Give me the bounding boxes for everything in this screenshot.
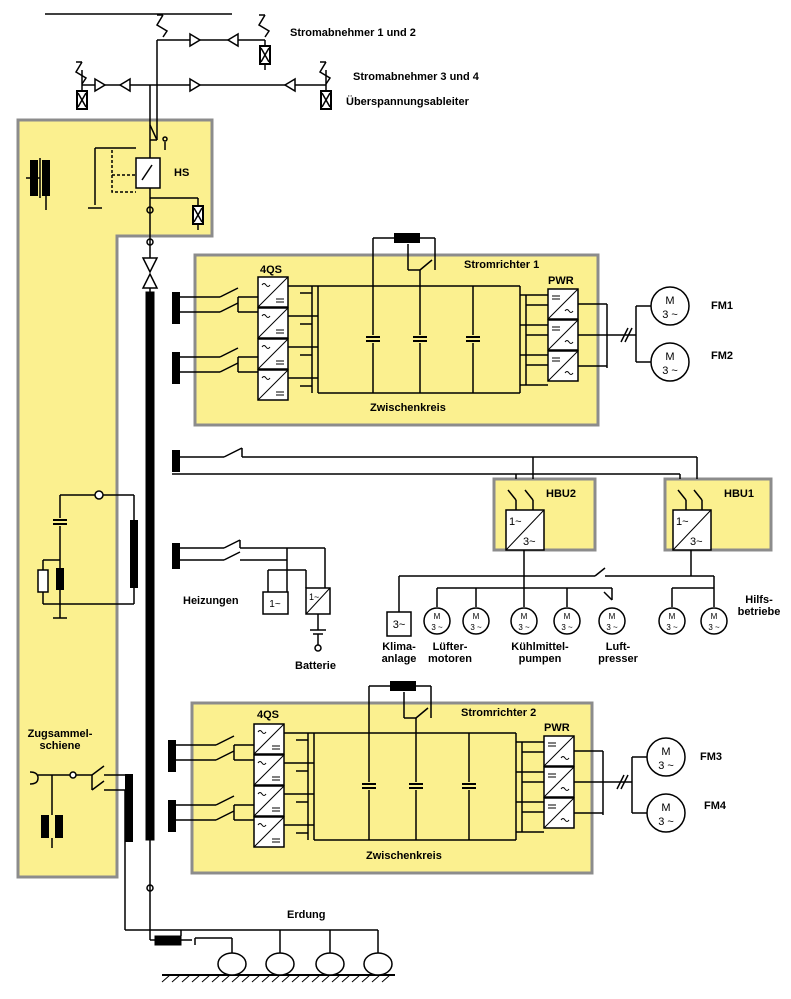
pwr-2-modules (543, 735, 575, 829)
hbu1-converter-icon: 1~ 3~ (672, 509, 712, 551)
pantograph-3-4-label: Stromabnehmer 3 und 4 (353, 71, 479, 83)
motor-phase: 3 ~ (518, 623, 530, 632)
dc-link-1-label: Zwischenkreis (370, 402, 446, 414)
busbar-coupler-wiring (29, 765, 125, 848)
hbu1-label: HBU1 (724, 488, 754, 500)
motor-letter: M (661, 746, 670, 758)
battery-charger-icon: 1~ (305, 587, 331, 615)
four-qs-1-label: 4QS (260, 264, 283, 276)
motor-letter: M (521, 612, 528, 621)
motor-fm3-label: FM3 (700, 751, 722, 763)
air-compressor-label: Luft- presser (598, 641, 638, 665)
motor-letter: M (661, 802, 670, 814)
auxiliaries-label: Hilfs- betriebe (737, 594, 781, 618)
motor-phase: 3 ~ (606, 623, 618, 632)
dc-link-2-label: Zwischenkreis (366, 850, 442, 862)
chopper-resistor-1-icon (394, 233, 420, 243)
heater-phase-symbol: 1~ (269, 599, 281, 610)
hbu2-label: HBU2 (546, 488, 576, 500)
train-busbar-label: Zugsammel- schiene (27, 728, 93, 752)
converter-input-phase: 1~ (509, 516, 522, 528)
chopper-resistor-2-icon (390, 681, 416, 691)
motor-letter: M (609, 612, 616, 621)
motor-phase: 3 ~ (662, 309, 678, 321)
damping-inductor-icon (56, 568, 64, 590)
ground-wheel-icons (217, 952, 393, 976)
busbar-inductor-icon (130, 520, 138, 588)
motor-letter: M (434, 612, 441, 621)
pwr-1-modules (547, 288, 579, 382)
converter-2-label: Stromrichter 2 (461, 707, 537, 719)
motor-fm4-label: FM4 (704, 800, 726, 812)
converter-output-phase: 3~ (523, 536, 536, 548)
pwr-1-label: PWR (548, 275, 574, 287)
motor-fm3-icon: M 3 ~ (646, 737, 686, 777)
grounding-label: Erdung (287, 909, 326, 921)
busbar-wiring (42, 490, 135, 619)
converter-2-inputs (168, 735, 254, 832)
motor-phase: 3 ~ (658, 816, 674, 828)
pantograph-1-2-label: Stromabnehmer 1 und 2 (290, 27, 416, 39)
busbar-panel (16, 118, 214, 879)
converter-input-phase: 1~ (676, 516, 689, 528)
isolator-icons (94, 32, 296, 93)
transformer-icon (30, 158, 50, 210)
motor-3-4-wiring (574, 750, 648, 815)
pwr-2-label: PWR (544, 722, 570, 734)
hbu2-converter-icon: 1~ 3~ (505, 509, 545, 551)
main-switch-label: HS (174, 167, 190, 179)
motor-phase: 3 ~ (708, 623, 720, 632)
converter-1-inputs (172, 287, 258, 384)
motor-phase: 3 ~ (561, 623, 573, 632)
converter-2-panel (190, 701, 594, 875)
motor-letter: M (564, 612, 571, 621)
motor-letter: M (473, 612, 480, 621)
pantograph-1-2-icon (156, 14, 270, 38)
main-switch-wiring (26, 124, 199, 258)
motor-phase: 3 ~ (431, 623, 443, 632)
motor-phase: 3 ~ (470, 623, 482, 632)
motor-letter: M (665, 351, 674, 363)
aux-load-icons: 3~ M 3 ~ M 3 ~ M 3 ~ M 3 ~ M 3 ~ M 3 ~ M… (386, 607, 728, 637)
ground-hatch (161, 974, 391, 983)
busbar-coupler-inductor-icon (125, 774, 133, 842)
dc-link-1-wiring (288, 237, 548, 394)
motor-fm4-icon: M 3 ~ (646, 793, 686, 833)
coolant-pumps-label: Kühlmittel- pumpen (511, 641, 569, 665)
fan-motors-label: Lüfter- motoren (428, 641, 472, 665)
battery-label: Batterie (295, 660, 336, 672)
motor-1-2-wiring (578, 303, 652, 368)
heating-wiring (172, 539, 326, 652)
converter-1-panel (193, 253, 600, 427)
motor-letter: M (711, 612, 718, 621)
motor-phase: 3 ~ (658, 760, 674, 772)
motor-letter: M (665, 295, 674, 307)
motor-letter: M (669, 612, 676, 621)
four-qs-1-modules (257, 276, 289, 401)
four-qs-2-label: 4QS (257, 709, 280, 721)
motor-phase: 3 ~ (662, 365, 678, 377)
coupler-transformer-icon (41, 815, 63, 838)
motor-fm1-icon: M 3 ~ (650, 286, 690, 326)
four-qs-2-modules (253, 723, 285, 848)
motor-fm1-label: FM1 (711, 300, 733, 312)
three-phase-load-symbol: 3~ (393, 619, 406, 631)
motor-fm2-label: FM2 (711, 350, 733, 362)
air-conditioning-label: Klima- anlage (381, 641, 417, 665)
dc-link-2-wiring (284, 685, 544, 841)
converter-output-phase: 3~ (690, 536, 703, 548)
aux-motor-icon (423, 607, 728, 635)
converter-1-label: Stromrichter 1 (464, 259, 540, 271)
resistor-icon (37, 569, 49, 593)
heating-label: Heizungen (183, 595, 239, 607)
heater-icon: 1~ (262, 591, 289, 615)
motor-phase: 3 ~ (666, 623, 678, 632)
charger-phase-symbol: 1~ (309, 592, 319, 602)
main-bus (124, 257, 395, 976)
surge-arrester-label: Überspannungsableiter (346, 96, 469, 108)
auxiliary-wiring (172, 447, 715, 612)
motor-fm2-icon: M 3 ~ (650, 342, 690, 382)
